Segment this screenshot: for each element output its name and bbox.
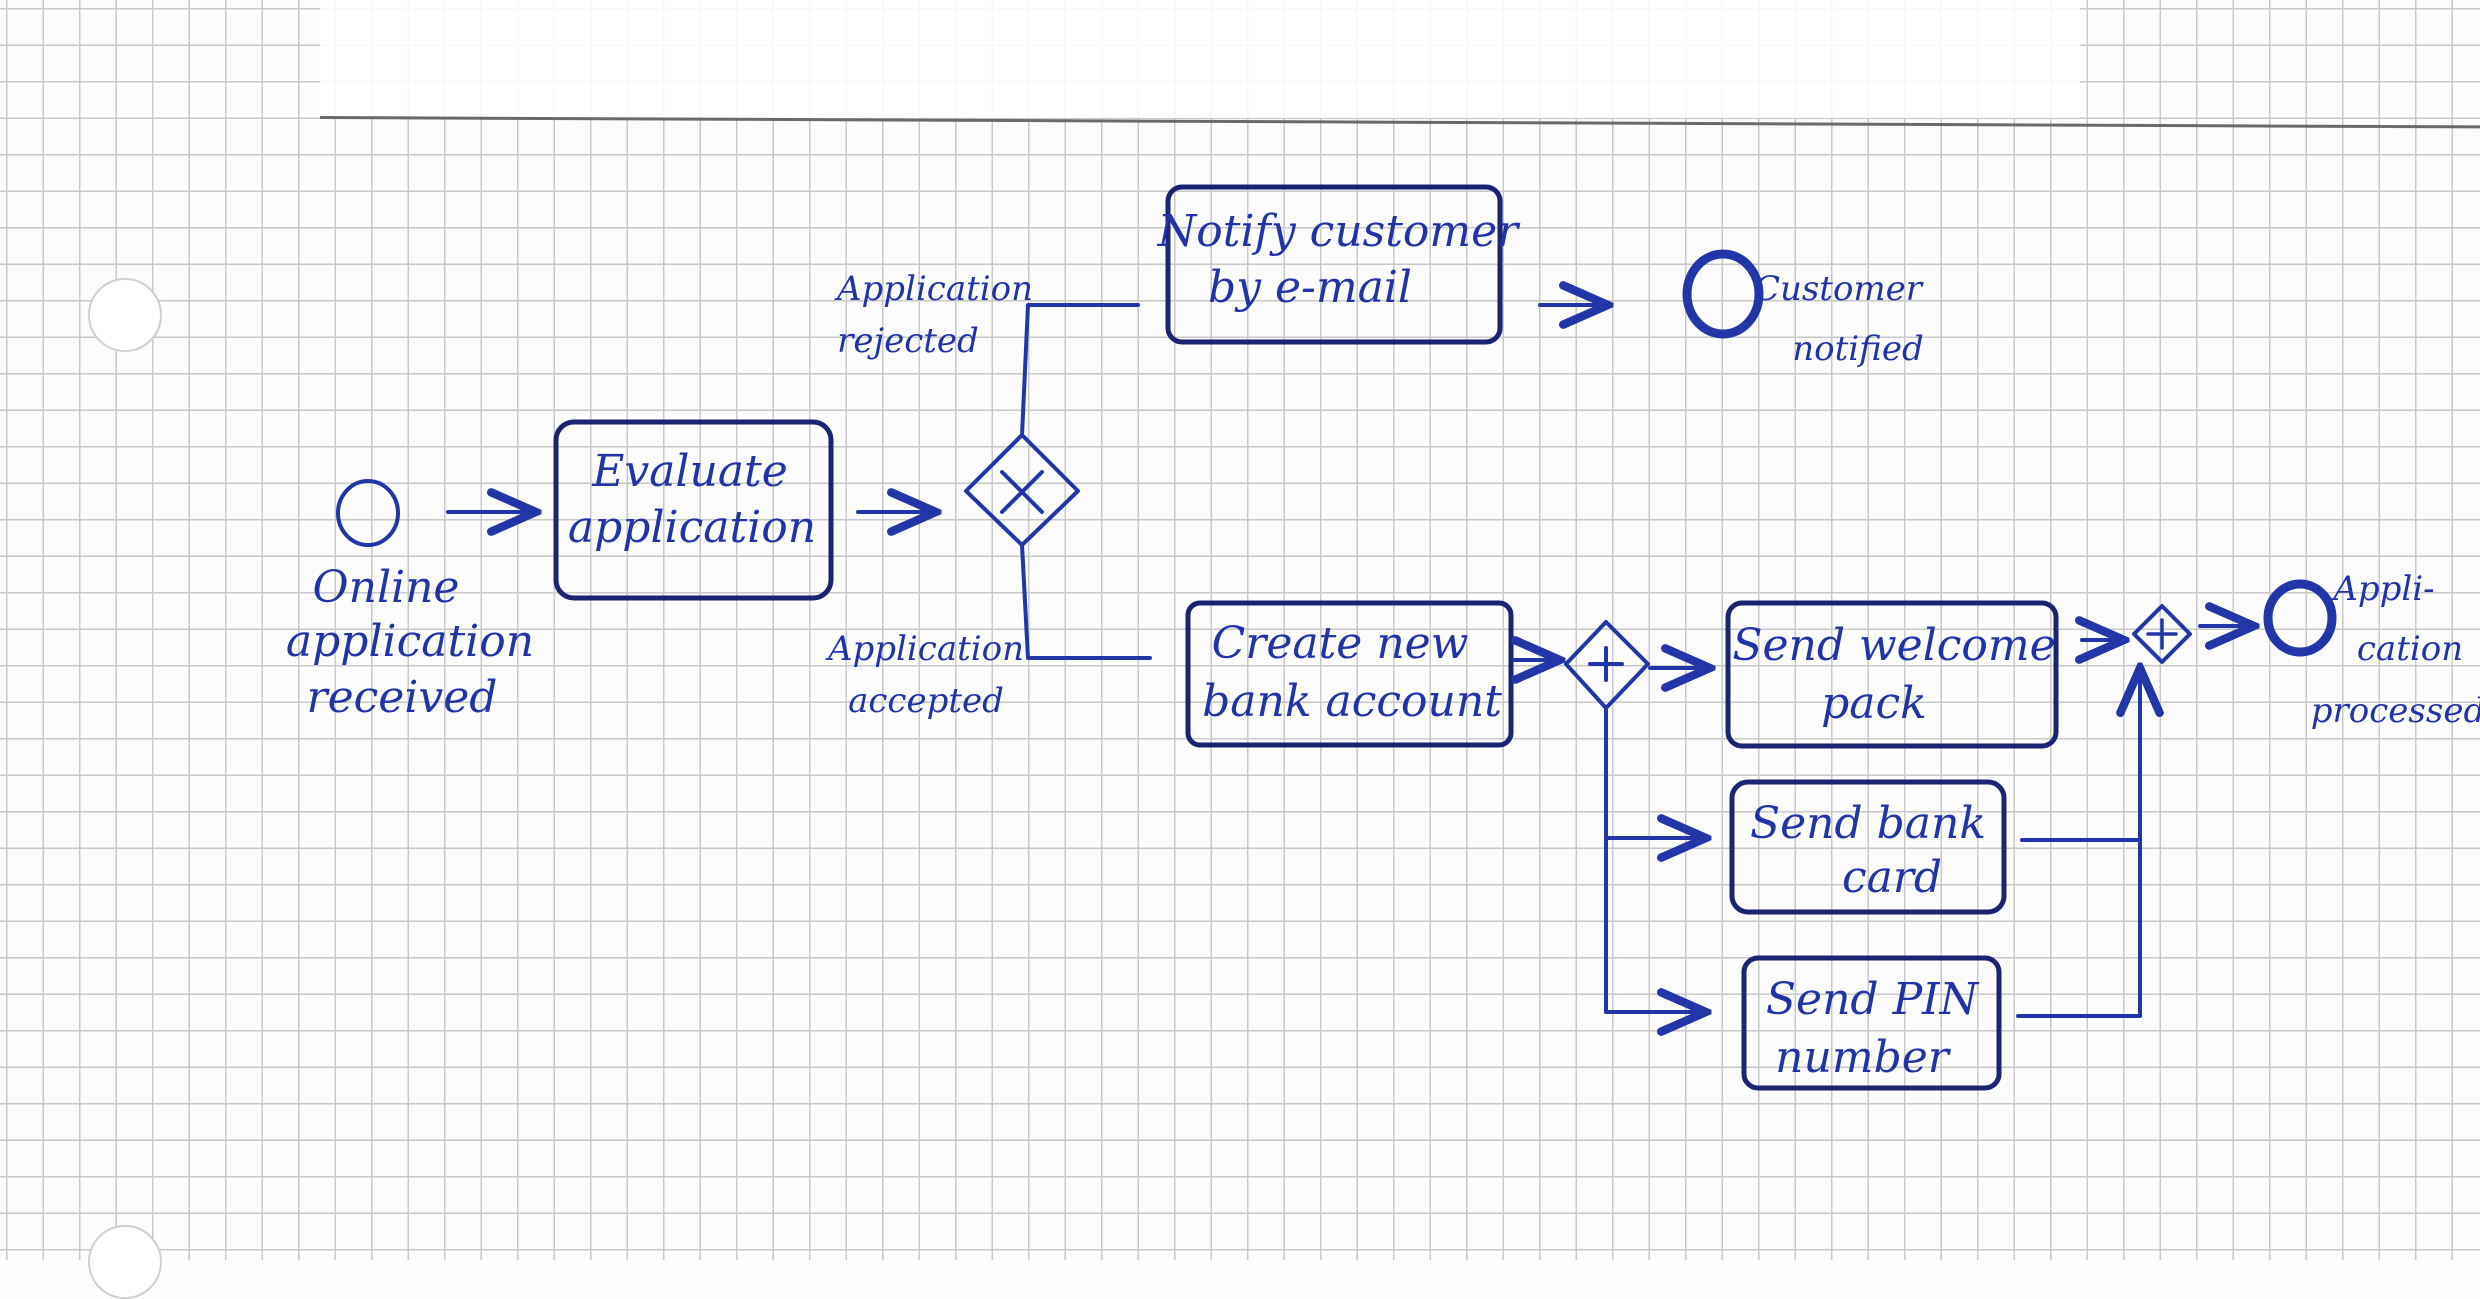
end-notified-label-line1: Customer — [1754, 269, 1924, 309]
task-evaluate-application — [553, 419, 834, 601]
task-pin-line1: Send PIN — [1766, 974, 1980, 1025]
flow-join-trunk — [2016, 668, 2140, 1018]
end-processed-label-line2: cation — [2357, 629, 2463, 669]
task-notify-customer — [1165, 184, 1503, 345]
start-event-label-line2: application — [286, 616, 534, 667]
task-card-line2: card — [1842, 852, 1942, 903]
task-card-line1: Send bank — [1750, 798, 1986, 849]
task-pin-line2: number — [1775, 1032, 1952, 1083]
task-send-pin-number — [1741, 955, 2002, 1091]
blank-header-strip — [320, 0, 2080, 118]
start-event-label-line3: received — [307, 672, 498, 723]
start-event — [336, 479, 400, 547]
task-evaluate-line2: application — [568, 502, 816, 553]
start-event-label-line1: Online — [313, 562, 460, 613]
exclusive-gateway — [964, 433, 1080, 547]
end-event-customer-notified — [1682, 249, 1764, 339]
flow-rejected — [1020, 303, 1140, 437]
end-event-application-processed — [2263, 579, 2337, 657]
task-welcome-line1: Send welcome — [1732, 620, 2055, 671]
task-notify-line2: by e-mail — [1208, 262, 1412, 313]
task-send-bank-card — [1729, 779, 2007, 915]
parallel-split-gateway — [1564, 620, 1650, 710]
task-evaluate-line1: Evaluate — [591, 446, 788, 497]
task-notify-line1: Notify customer — [1157, 206, 1521, 257]
task-send-welcome-pack — [1725, 600, 2059, 749]
flow-accepted-line1: Application — [825, 629, 1024, 669]
end-processed-label-line3: processed — [2311, 691, 2480, 731]
parallel-join-gateway — [2132, 604, 2192, 664]
task-create-line1: Create new — [1212, 618, 1469, 669]
task-welcome-line2: pack — [1821, 678, 1927, 729]
flow-rejected-line2: rejected — [837, 321, 979, 361]
flow-accepted — [1020, 543, 1152, 660]
flow-rejected-line1: Application — [834, 269, 1033, 309]
flow-accepted-line2: accepted — [848, 681, 1004, 721]
punch-hole — [88, 278, 162, 352]
end-notified-label-line2: notified — [1792, 329, 1923, 369]
bpmn-diagram: Online application received Evaluate app… — [286, 184, 2480, 1091]
end-processed-label-line1: Appli- — [2330, 569, 2434, 609]
task-create-line2: bank account — [1202, 676, 1502, 727]
